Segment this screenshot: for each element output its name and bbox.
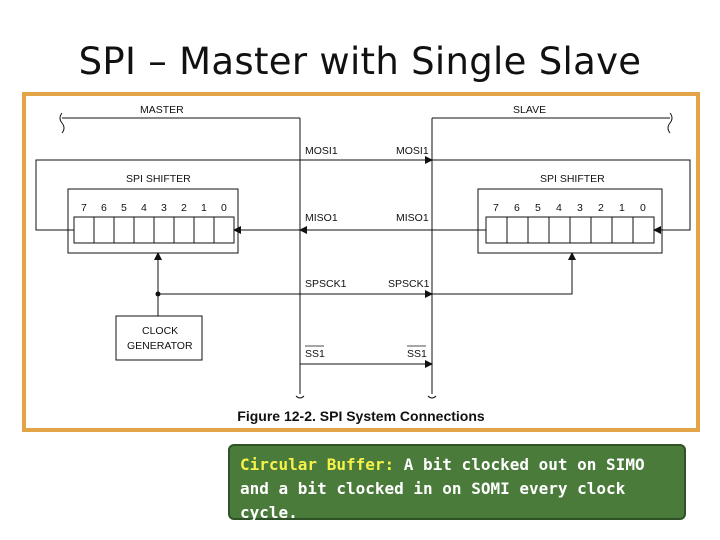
slave-bit-3: 3 [577,202,583,214]
slave-shifter-label: SPI SHIFTER [540,173,605,185]
master-bit-7: 7 [81,202,87,214]
clock-generator-line-1: CLOCK [142,325,178,337]
ss-master-label: SS1 [305,348,325,360]
slave-bit-1: 1 [619,202,625,214]
master-bit-4: 4 [141,202,147,214]
mosi-master-label: MOSI1 [305,145,338,157]
slave-bracket [427,112,673,399]
slave-spi-shifter [477,188,663,254]
spsck-junction-dot [155,291,161,297]
clock-generator-box [115,315,203,361]
master-bit-5: 5 [121,202,127,214]
mosi-slave-label: MOSI1 [396,145,429,157]
master-label: MASTER [140,104,184,116]
master-shifter-label: SPI SHIFTER [126,173,191,185]
miso-master-label: MISO1 [305,212,338,224]
master-bit-3: 3 [161,202,167,214]
slave-bit-7: 7 [493,202,499,214]
miso-slave-label: MISO1 [396,212,429,224]
note-highlight: Circular Buffer: [240,455,395,474]
slave-bit-0: 0 [640,202,646,214]
spsck-slave-label: SPSCK1 [388,278,430,290]
figure-frame: MASTER SLAVE SPI SHIFTER 7 6 5 4 3 2 1 0 [22,92,700,432]
slave-bit-4: 4 [556,202,562,214]
master-bit-2: 2 [181,202,187,214]
slide-title: SPI – Master with Single Slave [78,40,642,83]
ss-slave-label: SS1 [407,348,427,360]
slave-bit-5: 5 [535,202,541,214]
master-bracket [59,112,305,399]
master-bit-0: 0 [221,202,227,214]
master-spi-shifter [67,188,239,254]
spsck-master-label: SPSCK1 [305,278,347,290]
mosi-line [35,156,691,234]
slave-bit-6: 6 [514,202,520,214]
slave-label: SLAVE [513,104,546,116]
spi-connection-diagram: MASTER SLAVE SPI SHIFTER 7 6 5 4 3 2 1 0 [35,104,691,399]
figure-caption: Figure 12-2. SPI System Connections [237,408,485,424]
circular-buffer-note: Circular Buffer: A bit clocked out on SI… [228,444,686,522]
note-text: A bit clocked out on SIMO and a bit cloc… [240,455,645,522]
slave-bit-2: 2 [598,202,604,214]
clock-generator-line-2: GENERATOR [127,340,193,352]
master-bit-6: 6 [101,202,107,214]
spsck-line [154,252,576,316]
master-bit-1: 1 [201,202,207,214]
